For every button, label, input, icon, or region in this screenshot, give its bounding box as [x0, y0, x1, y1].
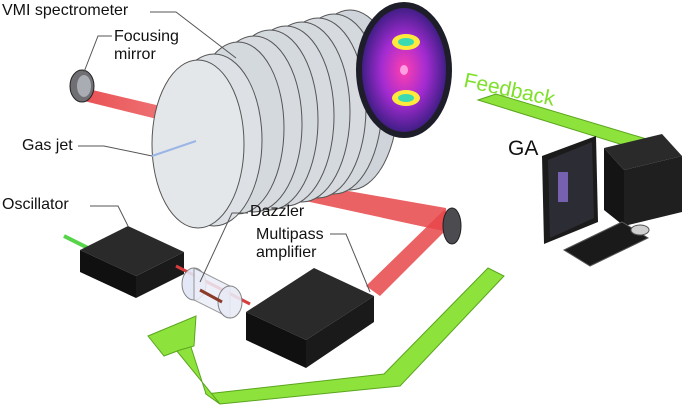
gas-jet	[151, 140, 197, 157]
corner-mirror	[442, 207, 462, 245]
focusing-mirror-label-line1: Focusing	[114, 28, 179, 45]
focusing-mirror-label-line2: mirror	[114, 46, 156, 63]
computer	[542, 134, 682, 267]
dazzler-label: Dazzler	[250, 203, 305, 220]
multipass-amplifier-label-line1: Multipass	[256, 226, 324, 243]
feedback-arrow-bottom	[147, 267, 505, 405]
oscillator	[63, 226, 184, 298]
vmi-detector-image	[356, 2, 452, 138]
callout-lines	[78, 11, 371, 293]
multipass-amplifier-label-line2: amplifier	[256, 244, 317, 261]
vmi-spectrometer	[151, 9, 399, 229]
ga-label: GA	[508, 137, 539, 160]
dazzler	[181, 267, 243, 319]
focusing-mirror	[69, 69, 95, 103]
oscillator-label: Oscillator	[2, 196, 69, 213]
vmi-spectrometer-label: VMI spectrometer	[2, 2, 129, 19]
multipass-amplifier	[246, 268, 374, 368]
gas-jet-label: Gas jet	[22, 137, 73, 154]
